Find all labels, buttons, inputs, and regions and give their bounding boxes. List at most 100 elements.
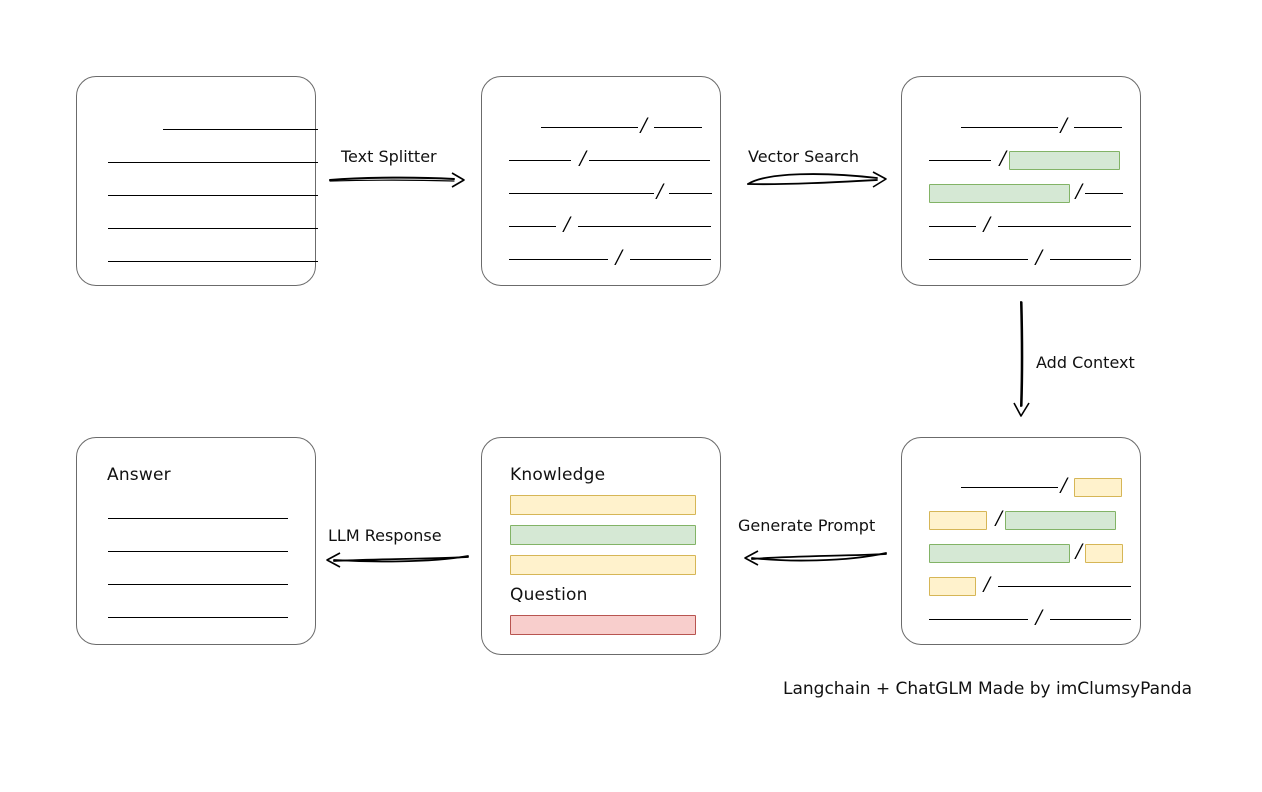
chunk-separator-slash: /	[563, 212, 571, 235]
text-underline-segment	[630, 258, 711, 260]
text-underline-segment	[998, 225, 1131, 227]
text-underline-segment	[929, 225, 976, 227]
text-underline-segment	[929, 159, 991, 161]
text-line-row	[108, 540, 288, 562]
chunk-separator-slash: /	[995, 506, 1003, 529]
chunk-separator-slash: /	[1035, 605, 1043, 628]
highlight-chip-green	[929, 183, 1070, 203]
text-underline-segment	[108, 194, 318, 196]
source-document-box[interactable]	[76, 76, 318, 286]
text-underline-segment	[929, 258, 1028, 260]
text-underline-segment	[1074, 126, 1122, 128]
chunk-separator-slash: /	[983, 212, 991, 235]
highlight-chip-yellow	[929, 510, 987, 530]
chunk-separator-slash: /	[579, 146, 587, 169]
chunk-separator-slash: /	[1035, 245, 1043, 268]
context-chunks-box[interactable]: / / / / /	[901, 437, 1141, 645]
footer-credit: Langchain + ChatGLM Made by imClumsyPand…	[783, 679, 1192, 699]
arrow-label-vector-search: Vector Search	[748, 147, 860, 166]
text-underline-segment	[108, 161, 318, 163]
highlight-chip-yellow	[929, 576, 976, 596]
text-line-row	[108, 118, 318, 140]
matched-chunks-lines: / / / / /	[902, 77, 1140, 285]
prompt-bar-green	[510, 525, 696, 545]
text-underline-segment	[509, 192, 654, 194]
text-underline-segment	[669, 192, 712, 194]
chunk-separator-slash: /	[640, 113, 648, 136]
text-line-row	[108, 573, 288, 595]
highlight-chip-green	[1009, 150, 1120, 170]
text-line-row: /	[929, 179, 1123, 204]
text-underline-segment	[163, 128, 318, 130]
text-line-row: /	[929, 473, 1122, 498]
text-underline-segment	[509, 225, 556, 227]
prompt-bar-yellow	[510, 555, 696, 575]
arrow-vector-search	[747, 171, 887, 188]
text-line-row	[108, 217, 318, 239]
arrow-label-add-context: Add Context	[1036, 353, 1135, 372]
text-line-row: /	[929, 212, 1131, 237]
highlight-chip-green	[1005, 510, 1116, 530]
text-underline-segment	[108, 227, 318, 229]
text-underline-segment	[1050, 258, 1131, 260]
answer-title: Answer	[107, 465, 171, 485]
text-line-row: /	[509, 247, 711, 270]
text-underline-segment	[589, 159, 710, 161]
chunk-separator-slash: /	[1060, 473, 1068, 496]
text-line-row: /	[509, 179, 712, 204]
arrow-generate-prompt	[744, 550, 887, 566]
chunk-separator-slash: /	[1075, 179, 1083, 202]
text-underline-segment	[929, 618, 1028, 620]
knowledge-label: Knowledge	[510, 465, 606, 485]
text-underline-segment	[654, 126, 702, 128]
text-line-row: /	[509, 146, 710, 171]
text-line-row	[108, 507, 288, 529]
text-line-row: /	[929, 506, 1116, 531]
text-line-row: /	[929, 605, 1131, 630]
arrow-label-llm-response: LLM Response	[328, 526, 442, 545]
text-underline-segment	[998, 585, 1131, 587]
text-underline-segment	[961, 126, 1058, 128]
answer-box[interactable]: Answer	[76, 437, 316, 645]
highlight-chip-green	[929, 543, 1070, 563]
text-underline-segment	[541, 126, 638, 128]
text-underline-segment	[108, 550, 288, 552]
text-underline-segment	[108, 583, 288, 585]
chunk-separator-slash: /	[1060, 113, 1068, 136]
arrow-llm-response	[326, 552, 469, 568]
text-underline-segment	[961, 486, 1058, 488]
text-underline-segment	[108, 517, 288, 519]
text-line-row: /	[929, 539, 1123, 564]
arrow-label-generate-prompt: Generate Prompt	[738, 516, 876, 535]
source-document-lines	[77, 77, 318, 285]
text-line-row	[108, 184, 318, 206]
split-chunks-box[interactable]: / / / / /	[481, 76, 721, 286]
text-underline-segment	[1050, 618, 1131, 620]
context-chunks-lines: / / / / /	[902, 438, 1140, 644]
text-line-row: /	[929, 148, 1120, 171]
text-line-row: /	[509, 113, 702, 138]
question-label: Question	[510, 585, 588, 605]
chunk-separator-slash: /	[1075, 539, 1083, 562]
text-underline-segment	[108, 616, 288, 618]
text-underline-segment	[1085, 192, 1123, 194]
text-line-row	[108, 151, 318, 173]
prompt-bar-red	[510, 615, 696, 635]
text-line-row: /	[929, 572, 1131, 597]
chunk-separator-slash: /	[983, 572, 991, 595]
text-underline-segment	[108, 260, 318, 262]
text-underline-segment	[578, 225, 711, 227]
text-line-row: /	[509, 212, 711, 237]
text-underline-segment	[509, 258, 608, 260]
arrow-add-context	[1013, 301, 1030, 417]
chunk-separator-slash: /	[656, 179, 664, 202]
highlight-chip-yellow	[1074, 477, 1122, 497]
arrow-label-text-splitter: Text Splitter	[341, 147, 437, 166]
text-line-row	[108, 250, 318, 272]
prompt-box[interactable]: Knowledge Question	[481, 437, 721, 655]
highlight-chip-yellow	[1085, 543, 1123, 563]
matched-chunks-box[interactable]: / / / / /	[901, 76, 1141, 286]
text-underline-segment	[509, 159, 571, 161]
answer-lines	[77, 438, 315, 644]
